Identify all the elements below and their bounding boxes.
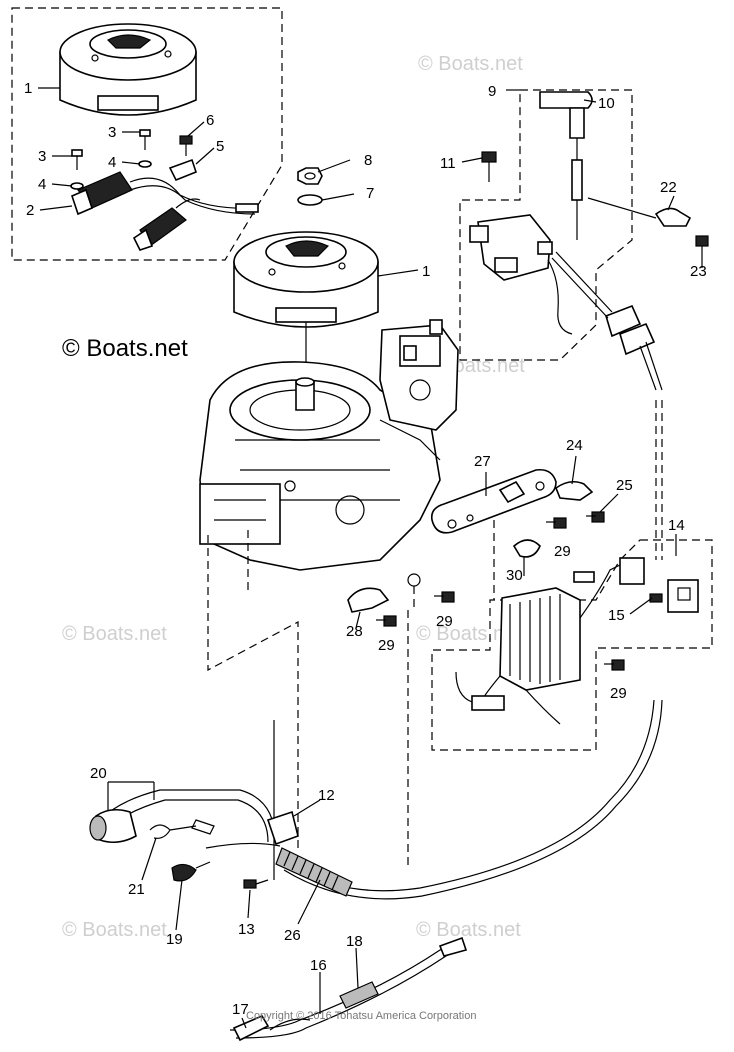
watermark: © Boats.net [62,919,167,941]
callout-26: 26 [284,927,301,944]
callout-29: 29 [378,637,395,654]
callout-3: 3 [38,148,46,165]
ignition-coil [469,214,573,335]
stop-plug [171,861,211,882]
bolt-icon [695,235,709,258]
callout-24: 24 [566,437,583,454]
screw-icon [243,879,269,889]
bolt-icon [586,511,605,523]
leader-line [587,197,657,219]
clamp-icon [168,158,197,182]
callout-13: 13 [238,921,255,938]
charge-coil [71,171,259,216]
callout-17: 17 [232,1001,249,1018]
screw-icon [71,149,83,170]
callout-1: 1 [422,263,430,280]
callout-9: 9 [488,83,496,100]
lanyard [149,819,215,839]
watermark: © Boats.net [416,623,521,645]
callout-21: 21 [128,881,145,898]
callout-15: 15 [608,607,625,624]
kit-box-ignition [459,89,633,361]
callout-29: 29 [554,543,571,560]
flywheel-nut [297,167,323,185]
washer-icon [70,182,84,190]
callout-7: 7 [366,185,374,202]
callout-18: 18 [346,933,363,950]
pulser-coil [132,198,201,251]
bolt-icon [179,135,193,156]
callout-25: 25 [616,477,633,494]
callout-1: 1 [24,80,32,97]
clamp-icon [654,207,692,227]
carburetor [379,319,459,461]
callout-27: 27 [474,453,491,470]
screw-icon [139,129,151,150]
flywheel-small [59,23,197,116]
guide-line [207,535,299,850]
callout-10: 10 [598,95,615,112]
callout-22: 22 [660,179,677,196]
callout-11: 11 [440,155,456,172]
spark-plug-cap [539,91,593,240]
clip-icon [512,539,541,558]
callout-5: 5 [216,138,224,155]
clamp-icon [266,810,299,846]
copyright-caption: © Boats.net [62,335,188,362]
footer-copyright: Copyright © 2016 Tohatsu America Corpora… [246,1010,476,1022]
sleeve-icon [232,1014,270,1042]
callout-6: 6 [206,112,214,129]
callout-29: 29 [436,613,453,630]
connector-icon [573,557,699,613]
callout-19: 19 [166,931,183,948]
callout-8: 8 [364,152,372,169]
bolt-icon [376,615,397,627]
callout-3: 3 [108,124,116,141]
stay-plate [430,468,557,534]
bolt-icon [546,517,567,529]
bolt-icon [434,591,455,603]
watermark: © Boats.net [62,623,167,645]
callout-12: 12 [318,787,335,804]
callout-28: 28 [346,623,363,640]
leader-lines [38,87,703,1029]
flywheel-main [233,231,379,380]
callout-14: 14 [668,517,685,534]
callout-30: 30 [506,567,523,584]
watermark: © Boats.net [418,53,523,75]
clamp-icon [555,480,594,501]
callout-2: 2 [26,202,34,219]
rectifier-regulator [455,559,631,725]
clamp-icon [347,587,390,613]
ground-terminal [407,573,421,610]
callout-29: 29 [610,685,627,702]
stop-switch [89,808,137,844]
callout-20: 20 [90,765,107,782]
callout-16: 16 [310,957,327,974]
callout-23: 23 [690,263,707,280]
engine-block [199,361,441,571]
flywheel-washer [297,194,323,206]
bolt-icon [481,151,497,182]
washer-icon [138,160,152,168]
kit-box-rectifier [431,539,713,751]
connector-bundle [551,251,663,560]
callout-4: 4 [38,176,46,193]
protective-tube [275,847,353,897]
watermark: © Boats.net [416,919,521,941]
bolt-icon [604,659,625,671]
callout-4: 4 [108,154,116,171]
